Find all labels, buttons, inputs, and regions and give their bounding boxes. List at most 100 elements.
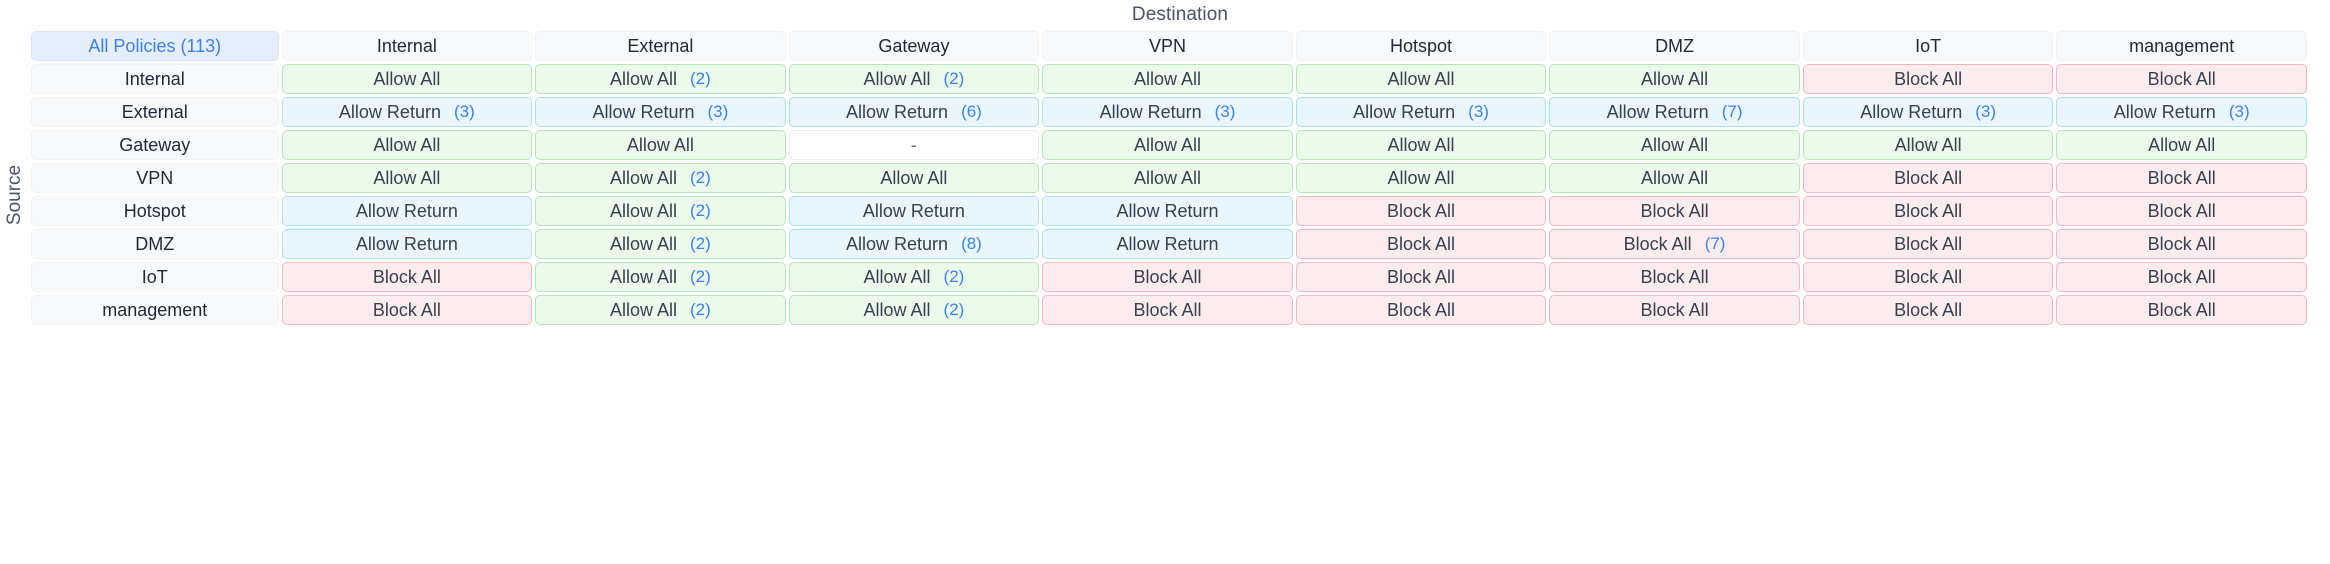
policy-cell-vpn-dmz[interactable]: Allow All [1549,163,1800,193]
row-header-internal[interactable]: Internal [31,64,279,94]
policy-cell-content: Allow All [293,69,522,90]
policy-cell-gateway-internal[interactable]: Allow All [281,130,533,160]
policy-cell-vpn-gateway[interactable]: Allow All [788,163,1040,193]
row-header-dmz[interactable]: DMZ [31,229,279,259]
policy-cell-external-dmz[interactable]: Allow Return(7) [1549,97,1800,127]
policy-cell-gateway-external[interactable]: Allow All [535,130,786,160]
policy-cell-dmz-gateway[interactable]: Allow Return(8) [788,229,1040,259]
policy-cell-internal-vpn[interactable]: Allow All [1042,64,1293,94]
policy-cell-content: Block All [2067,300,2296,321]
all-policies-cell[interactable]: All Policies (113) [31,31,279,61]
policy-cell-external-management[interactable]: Allow Return(3) [2056,97,2307,127]
policy-cell-label: Allow All [1641,134,1709,155]
policy-cell-label: Allow Return [2113,101,2216,122]
policy-cell-internal-iot[interactable]: Block All [1802,64,2054,94]
policy-cell-management-management[interactable]: Block All [2056,295,2307,325]
policy-cell-hotspot-management[interactable]: Block All [2056,196,2307,226]
policy-cell-gateway-dmz[interactable]: Allow All [1549,130,1800,160]
row-header-hotspot[interactable]: Hotspot [31,196,279,226]
column-header-gateway[interactable]: Gateway [788,31,1040,61]
policy-cell-internal-hotspot[interactable]: Allow All [1295,64,1547,94]
policy-cell-vpn-external[interactable]: Allow All(2) [535,163,786,193]
policy-cell-iot-external[interactable]: Allow All(2) [535,262,786,292]
column-header-hotspot[interactable]: Hotspot [1295,31,1547,61]
policy-cell-management-vpn[interactable]: Block All [1042,295,1293,325]
policy-cell-iot-internal[interactable]: Block All [281,262,533,292]
policy-cell-external-hotspot[interactable]: Allow Return(3) [1295,97,1547,127]
policy-cell-internal-internal[interactable]: Allow All [281,64,533,94]
policy-cell-vpn-management[interactable]: Block All [2056,163,2307,193]
column-header-management[interactable]: management [2056,31,2307,61]
policy-cell-iot-iot[interactable]: Block All [1802,262,2054,292]
policy-cell-vpn-hotspot[interactable]: Allow All [1295,163,1547,193]
column-header-external[interactable]: External [535,31,786,61]
policy-cell-hotspot-vpn[interactable]: Allow Return [1042,196,1293,226]
policy-cell-external-vpn[interactable]: Allow Return(3) [1042,97,1293,127]
policy-cell-hotspot-hotspot[interactable]: Block All [1295,196,1547,226]
policy-cell-gateway-vpn[interactable]: Allow All [1042,130,1293,160]
policy-cell-internal-dmz[interactable]: Allow All [1549,64,1800,94]
policy-cell-label: Block All [1894,167,1963,188]
column-header-internal[interactable]: Internal [281,31,533,61]
policy-cell-count: (2) [690,234,711,253]
policy-cell-management-internal[interactable]: Block All [281,295,533,325]
policy-cell-vpn-vpn[interactable]: Allow All [1042,163,1293,193]
policy-cell-iot-hotspot[interactable]: Block All [1295,262,1547,292]
policy-cell-external-internal[interactable]: Allow Return(3) [281,97,533,127]
policy-cell-iot-vpn[interactable]: Block All [1042,262,1293,292]
policy-cell-label: Block All [1387,266,1456,287]
column-header-dmz[interactable]: DMZ [1549,31,1800,61]
policy-cell-content: Allow All(2) [546,168,775,189]
policy-cell-management-iot[interactable]: Block All [1802,295,2054,325]
policy-cell-hotspot-dmz[interactable]: Block All [1549,196,1800,226]
policy-cell-content: Allow All(2) [546,234,775,255]
row-header-gateway[interactable]: Gateway [31,130,279,160]
policy-cell-label: Allow Return [1116,233,1219,254]
policy-cell-hotspot-iot[interactable]: Block All [1802,196,2054,226]
policy-cell-hotspot-internal[interactable]: Allow Return [281,196,533,226]
policy-cell-count: (3) [1214,102,1236,121]
policy-cell-content: Allow All [1814,135,2043,156]
policy-cell-gateway-gateway[interactable]: - [788,130,1040,160]
policy-cell-management-dmz[interactable]: Block All [1549,295,1800,325]
row-header-vpn[interactable]: VPN [31,163,279,193]
policy-cell-external-iot[interactable]: Allow Return(3) [1802,97,2054,127]
row-header-external[interactable]: External [31,97,279,127]
policy-cell-external-external[interactable]: Allow Return(3) [535,97,786,127]
policy-cell-management-hotspot[interactable]: Block All [1295,295,1547,325]
policy-cell-count: (6) [961,102,982,121]
policy-cell-dmz-external[interactable]: Allow All(2) [535,229,786,259]
policy-cell-dmz-management[interactable]: Block All [2056,229,2307,259]
policy-cell-dmz-iot[interactable]: Block All [1802,229,2054,259]
column-header-iot[interactable]: IoT [1802,31,2054,61]
policy-cell-hotspot-gateway[interactable]: Allow Return [788,196,1040,226]
policy-cell-iot-management[interactable]: Block All [2056,262,2307,292]
policy-cell-gateway-iot[interactable]: Allow All [1802,130,2054,160]
row-header-iot[interactable]: IoT [31,262,279,292]
policy-cell-internal-gateway[interactable]: Allow All(2) [788,64,1040,94]
column-header-vpn[interactable]: VPN [1042,31,1293,61]
policy-cell-label: Allow All [1133,134,1201,155]
policy-cell-iot-dmz[interactable]: Block All [1549,262,1800,292]
policy-cell-dmz-internal[interactable]: Allow Return [281,229,533,259]
policy-cell-external-gateway[interactable]: Allow Return(6) [788,97,1040,127]
policy-cell-iot-gateway[interactable]: Allow All(2) [788,262,1040,292]
policy-cell-label: Allow All [609,266,677,287]
row-header-management[interactable]: management [31,295,279,325]
policy-cell-internal-management[interactable]: Block All [2056,64,2307,94]
policy-cell-vpn-iot[interactable]: Block All [1802,163,2054,193]
policy-cell-dmz-vpn[interactable]: Allow Return [1042,229,1293,259]
policy-cell-gateway-management[interactable]: Allow All [2056,130,2307,160]
policy-cell-label: Block All [1640,266,1709,287]
policy-cell-dmz-hotspot[interactable]: Block All [1295,229,1547,259]
policy-cell-label: Block All [1894,299,1963,320]
policy-cell-dmz-dmz[interactable]: Block All(7) [1549,229,1800,259]
policy-cell-management-gateway[interactable]: Allow All(2) [788,295,1040,325]
policy-cell-gateway-hotspot[interactable]: Allow All [1295,130,1547,160]
policy-cell-hotspot-external[interactable]: Allow All(2) [535,196,786,226]
policy-cell-vpn-internal[interactable]: Allow All [281,163,533,193]
policy-cell-content: Allow Return(3) [2067,102,2296,123]
policy-cell-management-external[interactable]: Allow All(2) [535,295,786,325]
policy-cell-internal-external[interactable]: Allow All(2) [535,64,786,94]
